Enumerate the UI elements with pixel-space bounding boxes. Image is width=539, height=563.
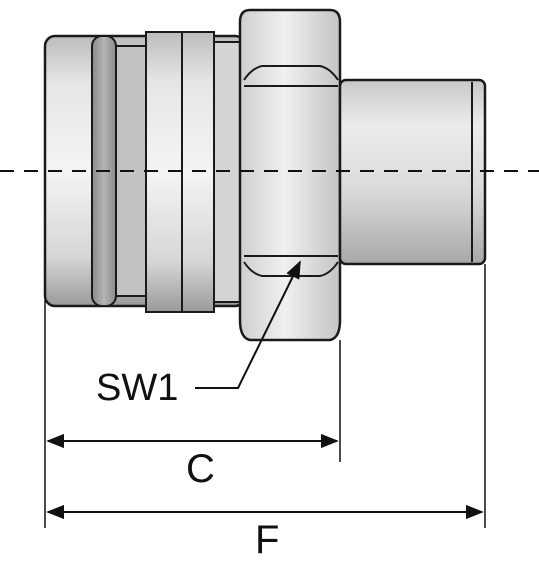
hex-outline	[238, 8, 342, 342]
hex-top-face	[243, 65, 339, 81]
hex-nut	[238, 8, 342, 342]
label-f: F	[255, 518, 279, 562]
label-sw1: SW1	[96, 367, 178, 409]
label-c: C	[186, 447, 215, 491]
sw1-leader	[195, 260, 301, 389]
